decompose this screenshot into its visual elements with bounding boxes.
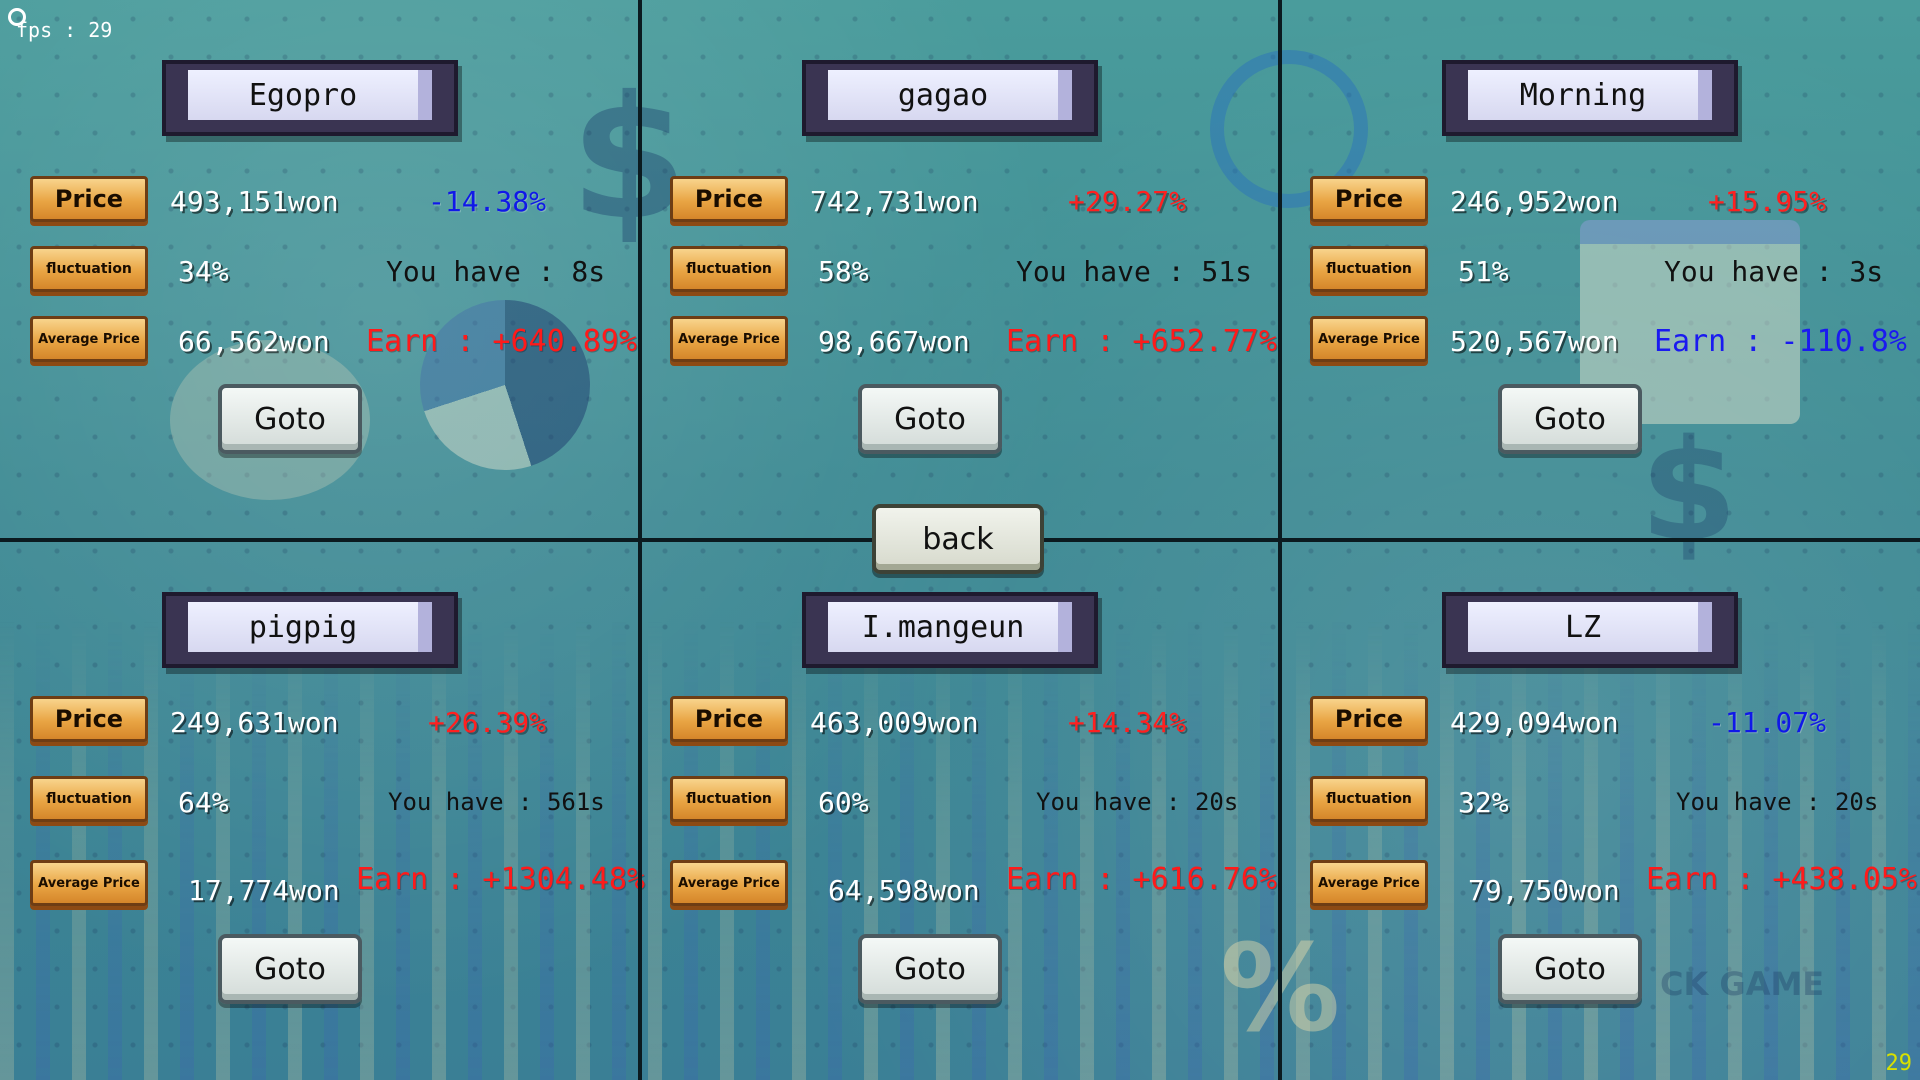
average-price-value: 17,774won (188, 874, 340, 907)
goto-button[interactable]: Goto (1498, 934, 1642, 1004)
fluctuation-badge: fluctuation (670, 246, 788, 292)
average-price-badge: Average Price (670, 316, 788, 362)
stock-name: LZ (1468, 602, 1712, 652)
holding-count: You have : 8s (386, 255, 606, 288)
stock-name: pigpig (188, 602, 432, 652)
average-price-badge: Average Price (670, 860, 788, 906)
stock-name-plate: gagao (802, 60, 1098, 136)
average-price-badge: Average Price (30, 316, 148, 362)
price-change: +26.39% (428, 706, 547, 739)
price-change: +14.34% (1068, 706, 1187, 739)
fluctuation-badge: fluctuation (30, 246, 148, 292)
dollar-icon: $ (570, 60, 689, 258)
average-price-badge: Average Price (1310, 860, 1428, 906)
stock-price: 463,009won (810, 706, 979, 739)
refresh-icon (8, 8, 26, 26)
average-price-badge: Average Price (1310, 316, 1428, 362)
price-badge: Price (30, 696, 148, 742)
stock-name-plate: pigpig (162, 592, 458, 668)
goto-button[interactable]: Goto (858, 934, 1002, 1004)
holding-count: You have : 51s (1016, 255, 1253, 288)
holding-count: You have : 561s (388, 788, 605, 816)
holding-count: You have : 3s (1664, 255, 1884, 288)
fluctuation-badge: fluctuation (1310, 776, 1428, 822)
earn-rate: Earn : +438.05% (1646, 862, 1917, 897)
stock-name-plate: LZ (1442, 592, 1738, 668)
fluctuation-value: 34% (178, 255, 229, 288)
stock-name: Egopro (188, 70, 432, 120)
fluctuation-badge: fluctuation (30, 776, 148, 822)
stock-name-plate: I.mangeun (802, 592, 1098, 668)
fluctuation-badge: fluctuation (670, 776, 788, 822)
earn-rate: Earn : +1304.48% (356, 862, 645, 897)
price-badge: Price (670, 696, 788, 742)
stock-name-plate: Egopro (162, 60, 458, 136)
stock-price: 246,952won (1450, 185, 1619, 218)
stock-name: gagao (828, 70, 1072, 120)
stock-panel: pigpig Price 249,631won +26.39% fluctuat… (0, 540, 645, 1080)
average-price-value: 98,667won (818, 325, 970, 358)
price-badge: Price (670, 176, 788, 222)
stock-panel: gagao Price 742,731won +29.27% fluctuati… (640, 0, 1280, 540)
price-change: -14.38% (428, 185, 547, 218)
goto-button[interactable]: Goto (218, 934, 362, 1004)
stock-price: 429,094won (1450, 706, 1619, 739)
average-price-value: 66,562won (178, 325, 330, 358)
stock-panel: Egopro Price 493,151won -14.38% fluctuat… (0, 0, 640, 540)
fluctuation-value: 58% (818, 255, 869, 288)
average-price-badge: Average Price (30, 860, 148, 906)
stock-price: 493,151won (170, 185, 339, 218)
price-badge: Price (30, 176, 148, 222)
stock-price: 742,731won (810, 185, 979, 218)
stock-panel: Morning Price 246,952won +15.95% fluctua… (1280, 0, 1920, 540)
earn-rate: Earn : -110.8% (1654, 324, 1907, 359)
fluctuation-value: 51% (1458, 255, 1509, 288)
stock-panel: LZ Price 429,094won -11.07% fluctuation … (1280, 540, 1920, 1080)
stock-price: 249,631won (170, 706, 339, 739)
dollar-icon: $ (1640, 410, 1738, 573)
price-badge: Price (1310, 696, 1428, 742)
earn-rate: Earn : +652.77% (1006, 324, 1277, 359)
goto-button[interactable]: Goto (1498, 384, 1642, 454)
background-pie-chart (420, 300, 590, 470)
price-change: -11.07% (1708, 706, 1827, 739)
holding-count: You have : 20s (1676, 788, 1879, 816)
fps-counter: fps : 29 (16, 18, 113, 42)
earn-rate: Earn : +616.76% (1006, 862, 1277, 897)
holding-count: You have : 20s (1036, 788, 1239, 816)
price-change: +29.27% (1068, 185, 1187, 218)
stock-name: I.mangeun (828, 602, 1072, 652)
average-price-value: 64,598won (828, 874, 980, 907)
fluctuation-value: 64% (178, 786, 229, 819)
stock-panel: I.mangeun Price 463,009won +14.34% fluct… (640, 540, 1280, 1080)
fps-corner-counter: 29 (1885, 1051, 1913, 1076)
fluctuation-badge: fluctuation (1310, 246, 1428, 292)
fluctuation-value: 60% (818, 786, 869, 819)
back-button[interactable]: back (872, 504, 1044, 574)
stock-name-plate: Morning (1442, 60, 1738, 136)
fluctuation-value: 32% (1458, 786, 1509, 819)
goto-button[interactable]: Goto (858, 384, 1002, 454)
stock-name: Morning (1468, 70, 1712, 120)
price-change: +15.95% (1708, 185, 1827, 218)
average-price-value: 520,567won (1450, 325, 1619, 358)
earn-rate: Earn : +640.89% (366, 324, 637, 359)
price-badge: Price (1310, 176, 1428, 222)
goto-button[interactable]: Goto (218, 384, 362, 454)
background-watermark: CK GAME (1660, 965, 1825, 1003)
average-price-value: 79,750won (1468, 874, 1620, 907)
